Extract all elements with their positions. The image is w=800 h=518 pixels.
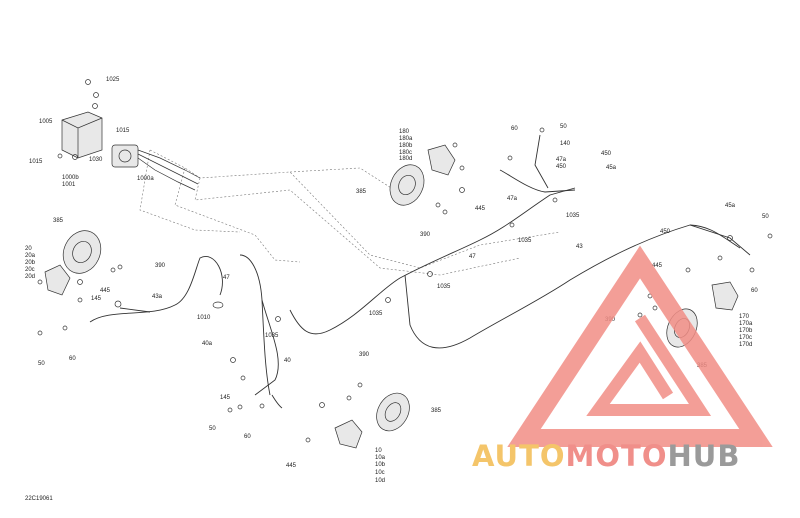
part-label-l170b: 170b bbox=[739, 328, 753, 334]
part-label-l180d: 180d bbox=[399, 156, 412, 162]
watermark-text-moto: MOTO bbox=[566, 439, 668, 473]
diagram-code: 22C19061 bbox=[25, 496, 53, 502]
part-label-l1000a: 1000a bbox=[137, 176, 154, 182]
part-label-l180b: 180b bbox=[399, 143, 413, 149]
part-label-l10c: 10c bbox=[375, 470, 385, 476]
part-label-l20c: 20c bbox=[25, 267, 35, 273]
part-label-l1035c: 1035 bbox=[518, 238, 532, 244]
brake-lines bbox=[89, 134, 751, 409]
part-label-l20b: 20b bbox=[25, 260, 36, 266]
part-label-l60d: 60 bbox=[751, 288, 758, 294]
part-label-l1015b: 1015 bbox=[29, 159, 43, 165]
part-label-l180a: 180a bbox=[399, 136, 413, 142]
part-label-l50c: 50 bbox=[560, 124, 567, 130]
part-label-l40a: 40a bbox=[202, 341, 213, 347]
part-label-l1035b: 1035 bbox=[566, 213, 580, 219]
part-label-l10b: 10b bbox=[375, 462, 386, 468]
part-label-l180c: 180c bbox=[399, 150, 412, 156]
part-label-l1005: 1005 bbox=[39, 119, 53, 125]
frame-outline bbox=[139, 149, 561, 276]
part-label-l45a: 45a bbox=[606, 165, 617, 171]
front-left-brake bbox=[37, 230, 123, 336]
part-label-l60c: 60 bbox=[511, 126, 518, 132]
part-label-l20a: 20a bbox=[25, 253, 36, 259]
abs-module bbox=[57, 79, 201, 191]
part-label-l43a: 43a bbox=[152, 294, 163, 300]
part-label-l60b: 60 bbox=[244, 434, 251, 440]
part-label-l10d: 10d bbox=[375, 478, 385, 484]
part-label-l170c: 170c bbox=[739, 335, 752, 341]
part-label-l10a: 10a bbox=[375, 455, 386, 461]
rear-left-brake bbox=[212, 301, 410, 449]
part-label-l1035a: 1035 bbox=[265, 333, 279, 339]
watermark-logo bbox=[507, 245, 773, 447]
part-label-l140: 140 bbox=[560, 141, 571, 147]
part-label-l45b: 45a bbox=[725, 203, 736, 209]
part-label-l10: 10 bbox=[375, 448, 382, 454]
part-label-l47d: 47 bbox=[469, 254, 476, 260]
part-label-l450c: 450 bbox=[660, 229, 671, 235]
part-label-l170: 170 bbox=[739, 314, 750, 320]
part-label-l170a: 170a bbox=[739, 321, 753, 327]
part-label-l385a: 385 bbox=[53, 218, 64, 224]
watermark: AUTOMOTOHUB bbox=[472, 245, 773, 473]
part-label-l145b: 145 bbox=[220, 395, 231, 401]
svg-text:AUTOMOTOHUB: AUTOMOTOHUB bbox=[472, 439, 740, 473]
front-right-brake bbox=[385, 127, 558, 303]
part-label-l450b: 450 bbox=[601, 151, 612, 157]
part-label-l47b: 47a bbox=[556, 157, 567, 163]
part-label-l445b: 445 bbox=[286, 463, 297, 469]
part-label-l390a: 390 bbox=[155, 263, 166, 269]
part-label-l445c: 445 bbox=[475, 206, 486, 212]
part-label-l1025: 1025 bbox=[106, 77, 120, 83]
part-label-l1001: 1001 bbox=[62, 182, 76, 188]
part-label-l385b: 385 bbox=[431, 408, 442, 414]
watermark-text-auto: AUTO bbox=[472, 439, 566, 473]
part-label-l445d: 445 bbox=[652, 263, 663, 269]
part-label-l170d: 170d bbox=[739, 342, 752, 348]
part-label-l20d: 20d bbox=[25, 274, 35, 280]
part-label-l385c: 385 bbox=[356, 189, 367, 195]
part-label-l1010: 1010 bbox=[197, 315, 211, 321]
part-label-l390b: 390 bbox=[359, 352, 370, 358]
part-label-l145a: 145 bbox=[91, 296, 102, 302]
part-label-l43b: 43 bbox=[576, 244, 583, 250]
part-label-l1000b: 1000b bbox=[62, 175, 79, 181]
part-label-l1035d: 1035 bbox=[437, 284, 451, 290]
part-label-l180: 180 bbox=[399, 129, 410, 135]
part-label-l1015a: 1015 bbox=[116, 128, 130, 134]
part-label-l1035e: 1035 bbox=[369, 311, 383, 317]
part-label-l390c: 390 bbox=[420, 232, 431, 238]
part-label-l60a: 60 bbox=[69, 356, 76, 362]
part-label-l20: 20 bbox=[25, 246, 32, 252]
part-label-l47c: 47a bbox=[507, 196, 518, 202]
part-label-l40: 40 bbox=[284, 358, 291, 364]
part-label-l50b: 50 bbox=[209, 426, 216, 432]
part-label-l50a: 50 bbox=[38, 361, 45, 367]
part-label-l450a: 450 bbox=[556, 164, 567, 170]
part-label-l445a: 445 bbox=[100, 288, 111, 294]
watermark-text-hub: HUB bbox=[668, 439, 741, 473]
part-label-l50d: 50 bbox=[762, 214, 769, 220]
part-label-l1030: 1030 bbox=[89, 157, 103, 163]
part-label-l47a: 47 bbox=[223, 275, 230, 281]
